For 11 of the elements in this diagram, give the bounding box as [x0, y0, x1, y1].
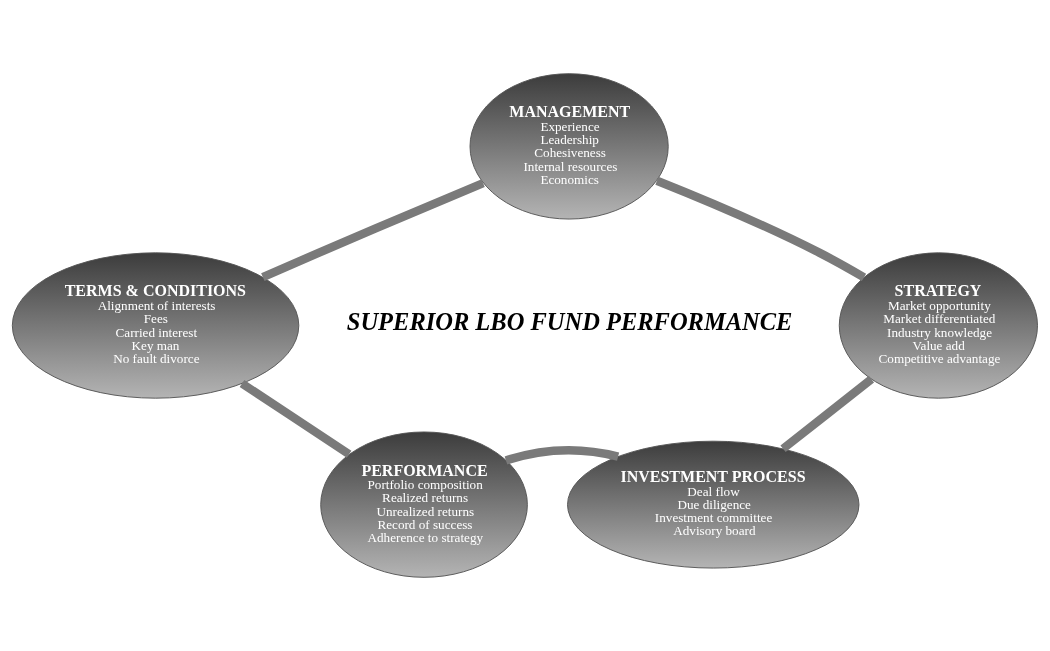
- node-ellipse: PERFORMANCE Portfolio composition Realized returns Unrealized returns Record of success Adherence to strategy: [320, 431, 528, 578]
- node-ellipse: MANAGEMENT Experience Leadership Cohesiveness Internal resources Economics: [469, 73, 669, 220]
- connector: [780, 375, 875, 453]
- node-text: SUPERIOR LBO FUND PERFORMANCE: [346, 308, 793, 336]
- node-ellipse: STRATEGY Market opportunity Market differentiated Industry knowledge Value add Competitive advantage: [838, 252, 1038, 399]
- connector: [655, 176, 867, 282]
- connector: [261, 179, 485, 281]
- connector: [504, 445, 620, 465]
- node-ellipse: INVESTMENT PROCESS Deal flow Due diligence Investment committee Advisory board: [567, 440, 860, 569]
- connector: [239, 379, 352, 458]
- node-ellipse: TERMS & CONDITIONS Alignment of interests Fees Carried interest Key man No fault divorce: [11, 252, 300, 399]
